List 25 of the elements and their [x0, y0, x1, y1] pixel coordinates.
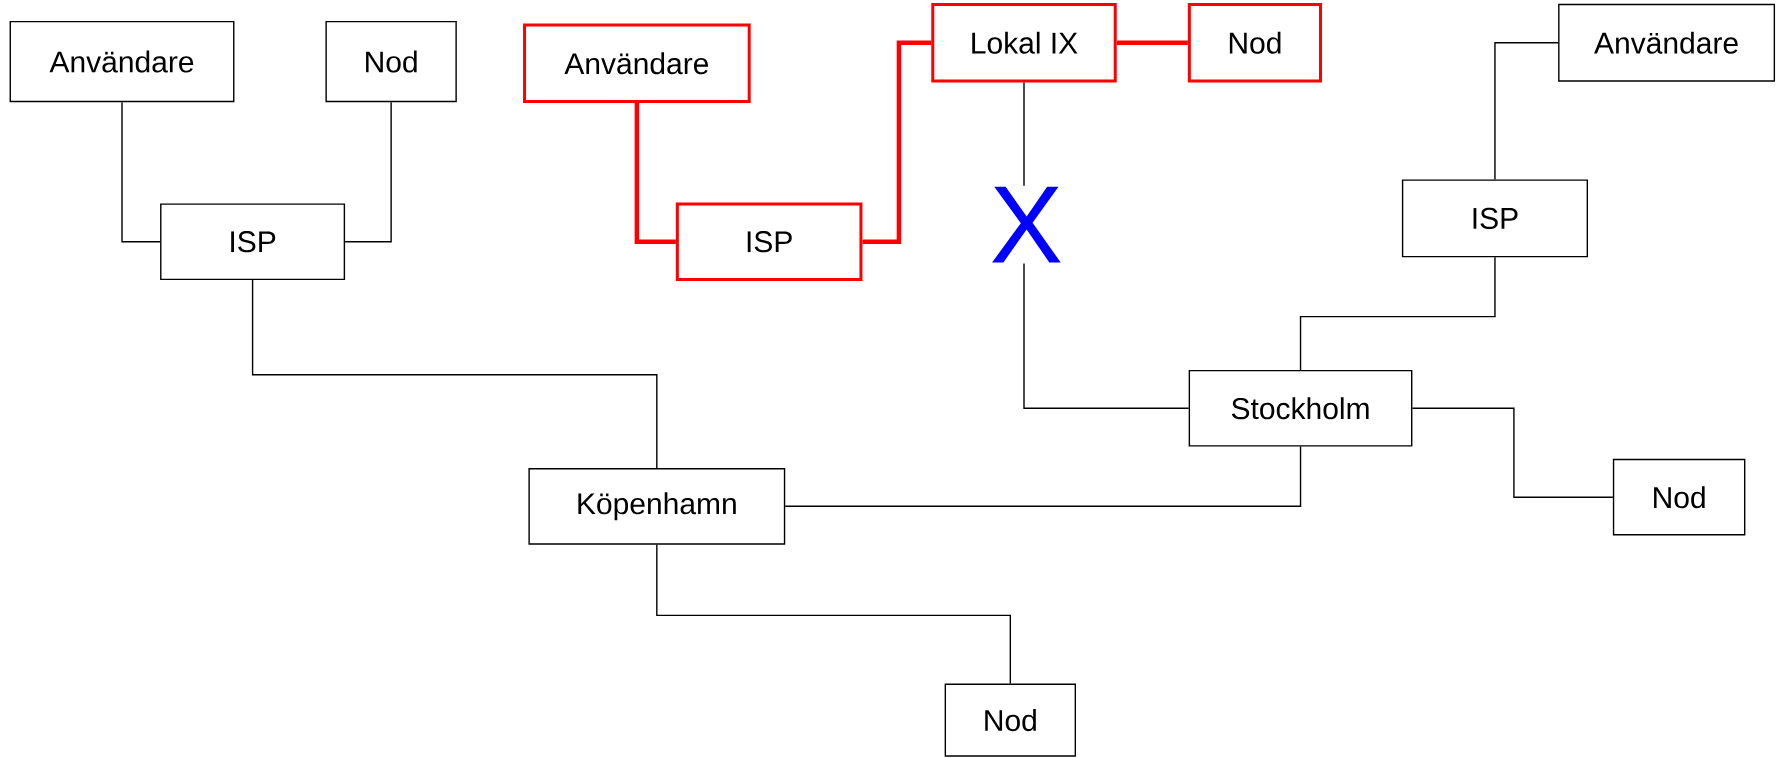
connector-line [1494, 42, 1559, 181]
box: ISP [675, 202, 863, 281]
box: Användare [1558, 3, 1776, 82]
connector-line [862, 40, 932, 244]
connector-line [251, 279, 658, 469]
box: Nod [944, 683, 1076, 757]
connector-line [344, 101, 392, 243]
connector-line [1116, 40, 1188, 45]
connector-line [1411, 407, 1614, 498]
box: ISP [160, 203, 346, 281]
box: Nod [1187, 3, 1322, 83]
connector-line [634, 103, 676, 244]
box: Nod [1612, 458, 1746, 536]
box: ISP [1401, 179, 1588, 258]
box: Användare [9, 20, 235, 103]
box: Användare [523, 23, 751, 103]
box: Nod [325, 20, 457, 103]
box: Köpenhamn [528, 468, 786, 545]
connector-line [784, 445, 1302, 507]
box: Stockholm [1188, 369, 1413, 447]
box: Lokal IX [931, 3, 1117, 83]
connector-line [656, 543, 1012, 685]
cross-mark: X [988, 185, 1064, 264]
connector-line [121, 101, 161, 243]
connector-line [1299, 256, 1496, 371]
